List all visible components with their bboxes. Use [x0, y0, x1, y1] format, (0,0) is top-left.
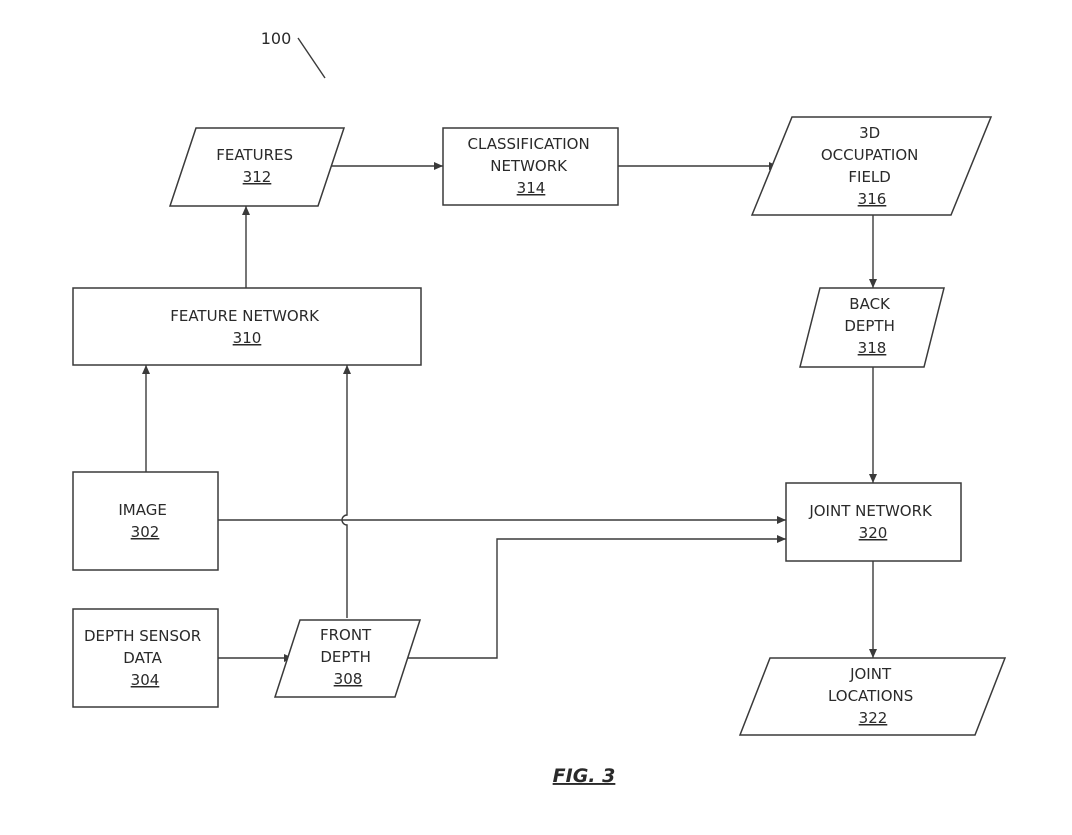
node-image-ref: 302	[131, 523, 160, 541]
node-joint-network-title: JOINT NETWORK	[808, 502, 933, 520]
svg-text:3D OCCUPATION FIEL: 3D OCCUPATION FIELD 316	[821, 124, 923, 208]
node-front-depth-title-line1: FRONT	[320, 626, 372, 644]
node-3d-occupation-field: 3D OCCUPATION FIELD 316	[750, 116, 993, 216]
edges	[142, 162, 877, 662]
node-classification-network-ref: 314	[517, 179, 546, 197]
edge-front-depth-to-joint-network	[408, 535, 786, 659]
node-back-depth: BACK DEPTH 318	[799, 287, 945, 368]
node-3d-occupation-field-ref: 316	[858, 190, 887, 208]
edge-front-depth-to-feature-network	[341, 365, 351, 618]
svg-text:JOINT LOCATIONS 32: JOINT LOCATIONS 322	[828, 665, 918, 727]
node-joint-locations-title-line1: JOINT	[849, 665, 892, 683]
svg-text:BACK DEPTH 318: BACK DEPTH 318	[844, 295, 899, 357]
node-joint-network-ref: 320	[859, 524, 888, 542]
svg-text:FEATURES 312: FEATURES 312	[216, 146, 298, 186]
node-features: FEATURES 312	[168, 127, 346, 207]
node-depth-sensor-data-title-line2: DATA	[123, 649, 162, 667]
figure-caption: FIG. 3	[553, 765, 616, 787]
node-classification-network-title-line1: CLASSIFICATION	[468, 135, 590, 153]
node-joint-locations: JOINT LOCATIONS 322	[738, 657, 1007, 736]
node-front-depth: FRONT DEPTH 308	[273, 619, 422, 698]
svg-text:DEPTH SENSOR DATA: DEPTH SENSOR DATA 304	[84, 627, 206, 689]
node-classification-network: CLASSIFICATION NETWORK 314	[442, 127, 619, 206]
svg-text:FRONT DEPTH 308: FRONT DEPTH 308	[320, 626, 376, 688]
node-feature-network-title: FEATURE NETWORK	[170, 307, 320, 325]
node-classification-network-title-line2: NETWORK	[490, 157, 568, 175]
svg-text:CLASSIFICATION NETWORK: CLASSIFICATION NETWORK 314	[468, 135, 595, 197]
node-features-ref: 312	[243, 168, 272, 186]
node-features-title: FEATURES	[216, 146, 293, 164]
node-image-title: IMAGE	[118, 501, 166, 519]
node-3d-occupation-field-title-line2: OCCUPATION	[821, 146, 919, 164]
node-back-depth-ref: 318	[858, 339, 887, 357]
node-back-depth-title-line1: BACK	[849, 295, 891, 313]
svg-text:JOINT NETWORK 320: JOINT NETWORK 320	[808, 502, 936, 542]
figure-reference: 100	[261, 29, 326, 79]
node-3d-occupation-field-title-line1: 3D	[859, 124, 880, 142]
figure-reference-number: 100	[261, 29, 292, 48]
figure-reference-pointer	[297, 37, 326, 79]
svg-text:IMAGE 302: IMAGE 302	[118, 501, 171, 541]
node-joint-network: JOINT NETWORK 320	[785, 482, 962, 562]
node-feature-network: FEATURE NETWORK 310	[72, 287, 422, 366]
node-back-depth-title-line2: DEPTH	[844, 317, 895, 335]
node-joint-locations-ref: 322	[859, 709, 888, 727]
node-front-depth-ref: 308	[334, 670, 363, 688]
node-depth-sensor-data-ref: 304	[131, 671, 160, 689]
node-depth-sensor-data-title-line1: DEPTH SENSOR	[84, 627, 201, 645]
node-depth-sensor-data: DEPTH SENSOR DATA 304	[72, 608, 219, 708]
node-feature-network-ref: 310	[233, 329, 262, 347]
node-front-depth-title-line2: DEPTH	[320, 648, 371, 666]
node-3d-occupation-field-title-line3: FIELD	[848, 168, 890, 186]
node-image: IMAGE 302	[72, 471, 219, 571]
svg-text:FEATURE NETWORK 310: FEATURE NETWORK 310	[170, 307, 324, 347]
node-joint-locations-title-line2: LOCATIONS	[828, 687, 913, 705]
